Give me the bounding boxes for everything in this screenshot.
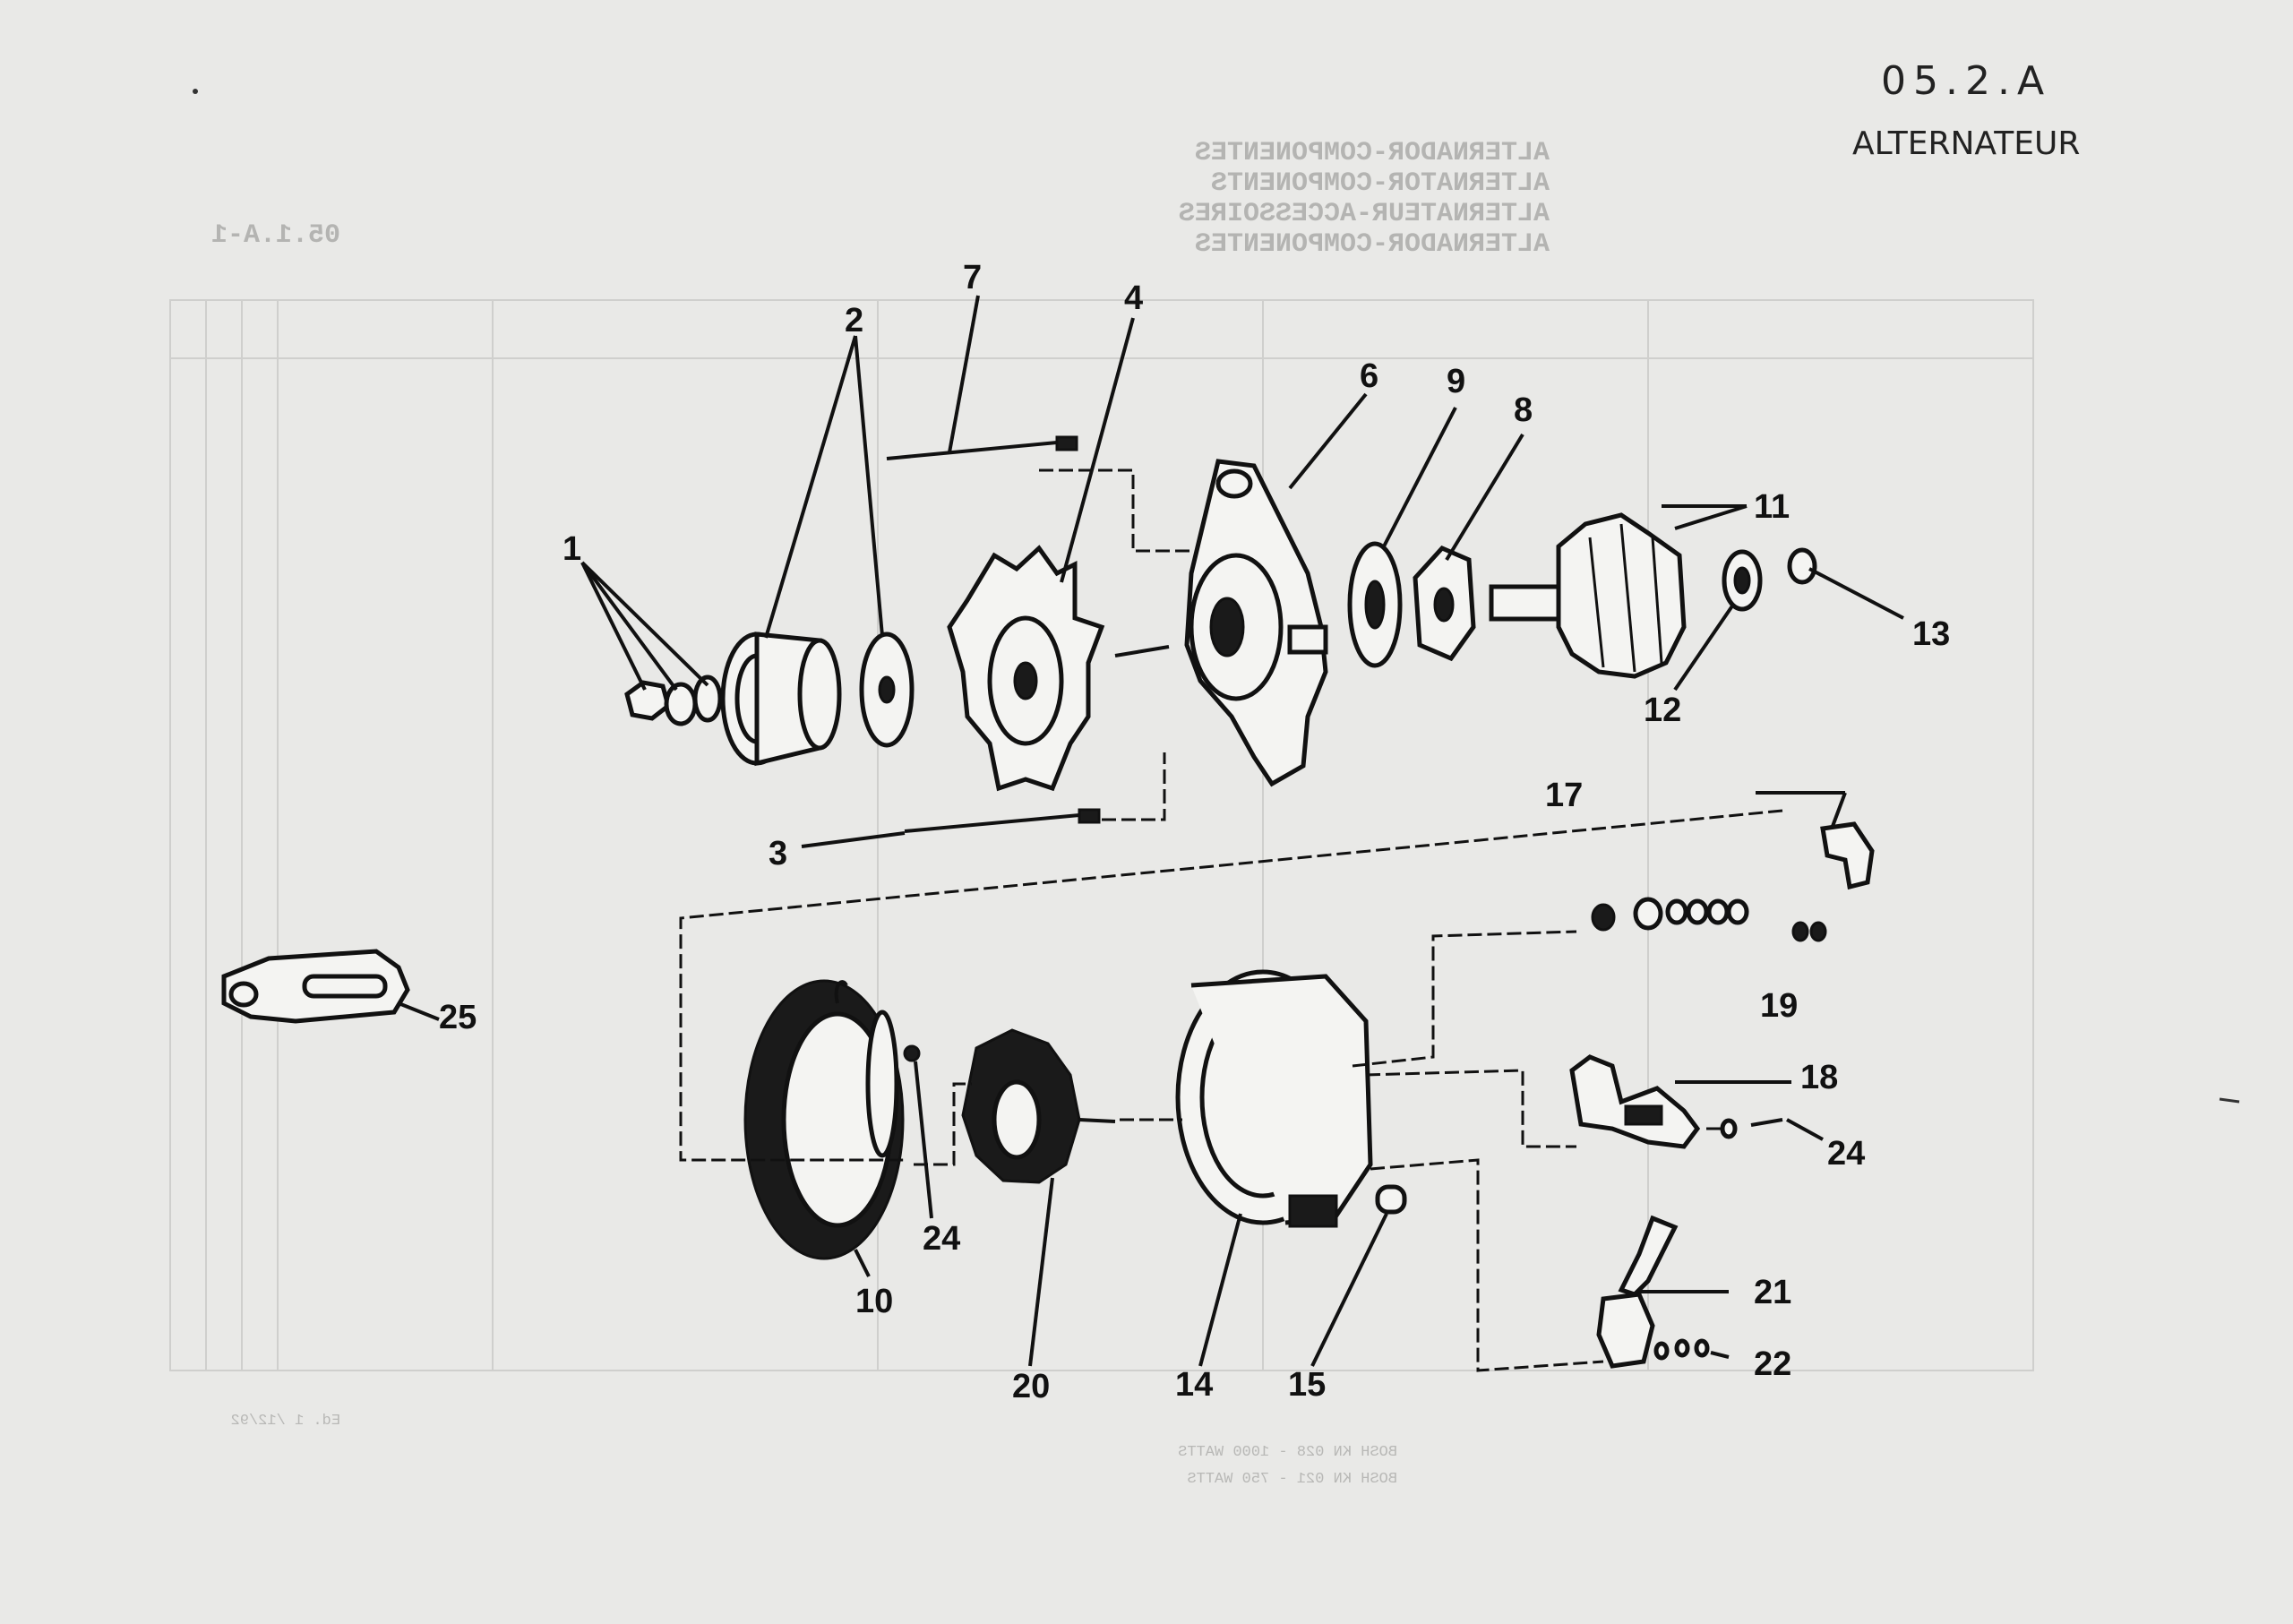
ghost-title-1: ALTERNADOR-COMPONENTES xyxy=(1195,138,1550,168)
part-7-bolt xyxy=(886,435,1078,460)
callout-1: 1 xyxy=(563,530,581,568)
callout-25: 25 xyxy=(439,999,477,1036)
callout-7: 7 xyxy=(963,259,982,296)
part-20-rectifier xyxy=(961,1028,1116,1184)
callout-9: 9 xyxy=(1447,363,1465,400)
part-3-bolt xyxy=(904,808,1101,833)
callout-6: 6 xyxy=(1360,357,1378,395)
callout-18: 18 xyxy=(1800,1059,1838,1096)
part-25-plug xyxy=(221,949,410,1024)
callout-10: 10 xyxy=(855,1283,893,1320)
ghost-title-4: ALTERNADOR-COMPONENTES xyxy=(1195,229,1550,260)
ghost-footer-code: Ed. 1 /12/92 xyxy=(231,1413,340,1430)
callout-labels: 1 2 3 4 6 7 8 9 10 11 12 13 14 15 17 18 … xyxy=(439,259,1950,1405)
part-8-hex-plate xyxy=(1413,545,1476,662)
ghost-title-2: ALTERNATOR-COMPONENTS xyxy=(1211,168,1550,199)
callout-11: 11 xyxy=(1754,488,1790,526)
part-22-small-parts xyxy=(1653,1338,1710,1361)
ghost-note-1: BOSH KN 028 - 1000 WATTS xyxy=(1178,1444,1397,1461)
part-9-bearing xyxy=(1347,541,1403,668)
callout-20: 20 xyxy=(1012,1368,1050,1405)
callout-15: 15 xyxy=(1288,1366,1326,1404)
callout-24-left: 24 xyxy=(923,1220,960,1258)
part-10-stator xyxy=(743,979,905,1260)
ghost-title-3: ALTERNATEUR-ACCESSOIRES xyxy=(1179,199,1550,229)
callout-12: 12 xyxy=(1644,692,1681,729)
leader-lines xyxy=(398,295,1904,1367)
ghost-section-code: 05.1.A-1 xyxy=(211,220,340,251)
callout-4: 4 xyxy=(1124,279,1143,317)
part-21-cable xyxy=(1596,1215,1679,1369)
callout-2: 2 xyxy=(845,302,863,339)
assembly-lines xyxy=(679,468,1783,1372)
part-24-screw-left xyxy=(903,1044,921,1062)
part-19-washers xyxy=(1591,897,1827,942)
part-6-front-bracket xyxy=(1184,459,1328,787)
callout-19: 19 xyxy=(1760,987,1798,1025)
callout-22: 22 xyxy=(1754,1345,1791,1383)
part-12-spacer xyxy=(1722,549,1763,612)
speck xyxy=(193,89,198,94)
part-17-terminal xyxy=(1820,821,1875,890)
callout-21: 21 xyxy=(1754,1274,1791,1311)
part-4-fan xyxy=(947,545,1105,792)
part-2-pulley xyxy=(720,632,915,767)
callout-13: 13 xyxy=(1912,615,1950,653)
stray-mark xyxy=(2219,1097,2240,1104)
part-18-regulator xyxy=(1569,1054,1701,1149)
part-14-rear-housing xyxy=(1175,969,1373,1228)
ghost-note-2: BOSH KN 021 - 750 WATTS xyxy=(1187,1471,1397,1488)
callout-24-right: 24 xyxy=(1827,1135,1865,1173)
part-24-screw-right xyxy=(1720,1118,1783,1139)
callout-3: 3 xyxy=(769,835,787,872)
part-1-nuts xyxy=(624,675,723,726)
callout-14: 14 xyxy=(1175,1366,1213,1404)
page-code: 05.2.A xyxy=(1881,58,2051,104)
callout-17: 17 xyxy=(1545,777,1583,814)
part-15-bushing xyxy=(1375,1184,1407,1215)
callout-8: 8 xyxy=(1514,391,1533,429)
part-11-rotor xyxy=(1489,512,1687,679)
part-13-ring xyxy=(1787,547,1817,585)
bracket-screw xyxy=(1114,645,1170,657)
page-title: ALTERNATEUR xyxy=(1852,125,2080,162)
